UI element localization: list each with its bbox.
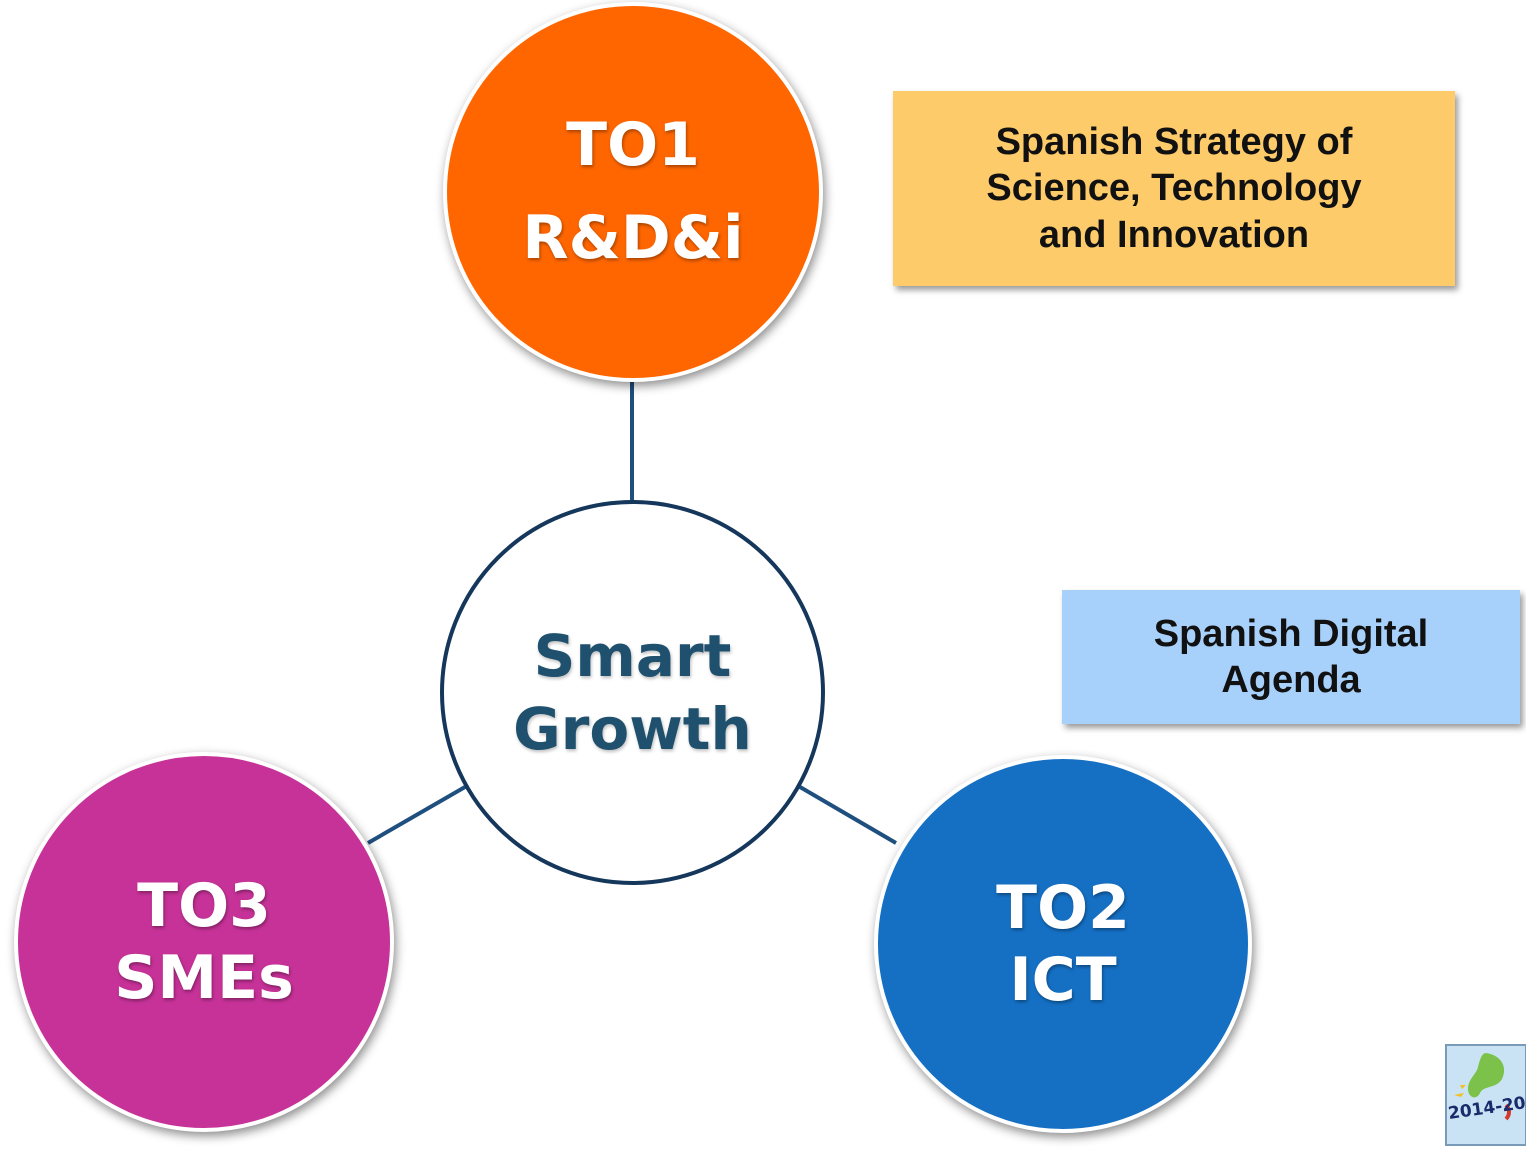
science-strategy-box: Spanish Strategy of Science, Technology … <box>893 91 1455 286</box>
programme-logo-graphic: 2014-20 <box>1445 1044 1526 1146</box>
to2-code: TO2 <box>996 873 1130 943</box>
science-box-line1: Spanish Strategy of <box>995 120 1353 163</box>
digital-box-line1: Spanish Digital <box>1153 612 1429 655</box>
node-to3-smes: TO3 SMEs <box>14 752 394 1132</box>
digital-agenda-box: Spanish Digital Agenda <box>1062 590 1520 724</box>
node-to2-ict: TO2 ICT <box>874 755 1252 1133</box>
node-smart-growth: Smart Growth <box>440 500 825 885</box>
digital-box-line2: Agenda <box>1221 659 1361 701</box>
connector-to2 <box>798 785 898 845</box>
center-line2: Growth <box>513 694 752 763</box>
programme-logo: 2014-20 <box>1445 1044 1526 1146</box>
science-box-line3: and Innovation <box>1038 213 1310 256</box>
to3-code: TO3 <box>137 871 271 941</box>
connector-to3 <box>367 785 466 845</box>
to3-label: SMEs <box>114 943 294 1013</box>
to1-code: TO1 <box>566 110 700 180</box>
center-line1: Smart <box>533 622 732 690</box>
to2-label: ICT <box>1009 945 1117 1015</box>
node-to1-rdi: TO1 R&D&i <box>443 2 823 382</box>
to1-label: R&D&i <box>522 203 744 273</box>
science-box-line2: Science, Technology <box>986 167 1362 210</box>
